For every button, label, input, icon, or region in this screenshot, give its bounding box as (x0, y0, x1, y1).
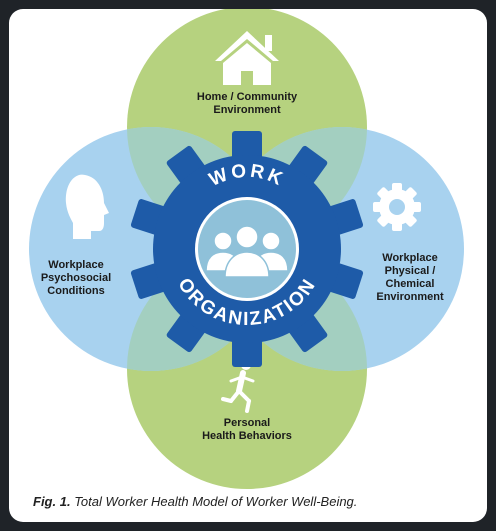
caption-text: Total Worker Health Model of Worker Well… (74, 494, 358, 509)
head-profile-icon (65, 174, 109, 239)
diagram-art: WORK ORGANIZATION (29, 9, 464, 489)
figure-caption: Fig. 1. Total Worker Health Model of Wor… (33, 494, 483, 509)
figure-card: WORK ORGANIZATION Home / Community Envir… (9, 9, 487, 522)
psychosocial-label: Workplace Psychosocial Conditions (40, 259, 112, 297)
caption-label: Fig. 1. (33, 494, 71, 509)
personal-health-label: Personal Health Behaviors (202, 417, 292, 442)
house-icon (215, 31, 279, 85)
physical-environment-label: Workplace Physical / Chemical Environmen… (376, 252, 444, 303)
work-organization-gear (130, 131, 364, 367)
gear-icon (373, 183, 421, 231)
home-community-label: Home / Community Environment (196, 91, 298, 116)
people-group-icon (205, 225, 289, 278)
